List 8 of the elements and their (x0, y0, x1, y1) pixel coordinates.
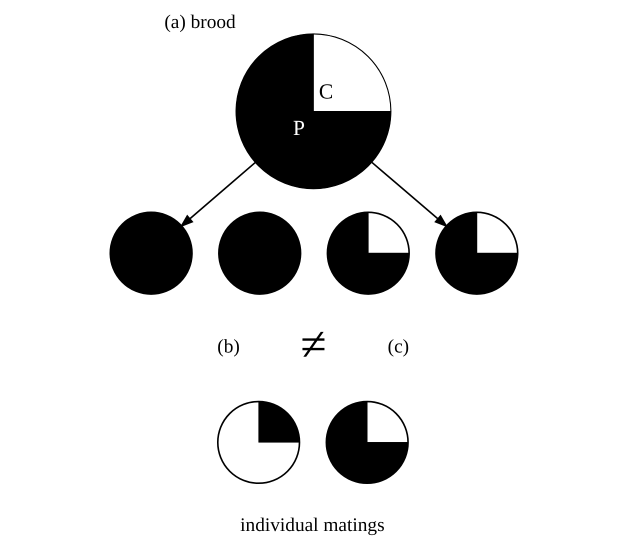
arrow (179, 162, 256, 228)
label: ≠ (300, 318, 326, 371)
label: (b) (216, 336, 240, 358)
label: individual matings (240, 514, 384, 536)
node-circle (218, 212, 301, 295)
arrow (370, 162, 448, 228)
node-label: (a) brood (164, 12, 236, 33)
label: (c) (387, 336, 409, 358)
